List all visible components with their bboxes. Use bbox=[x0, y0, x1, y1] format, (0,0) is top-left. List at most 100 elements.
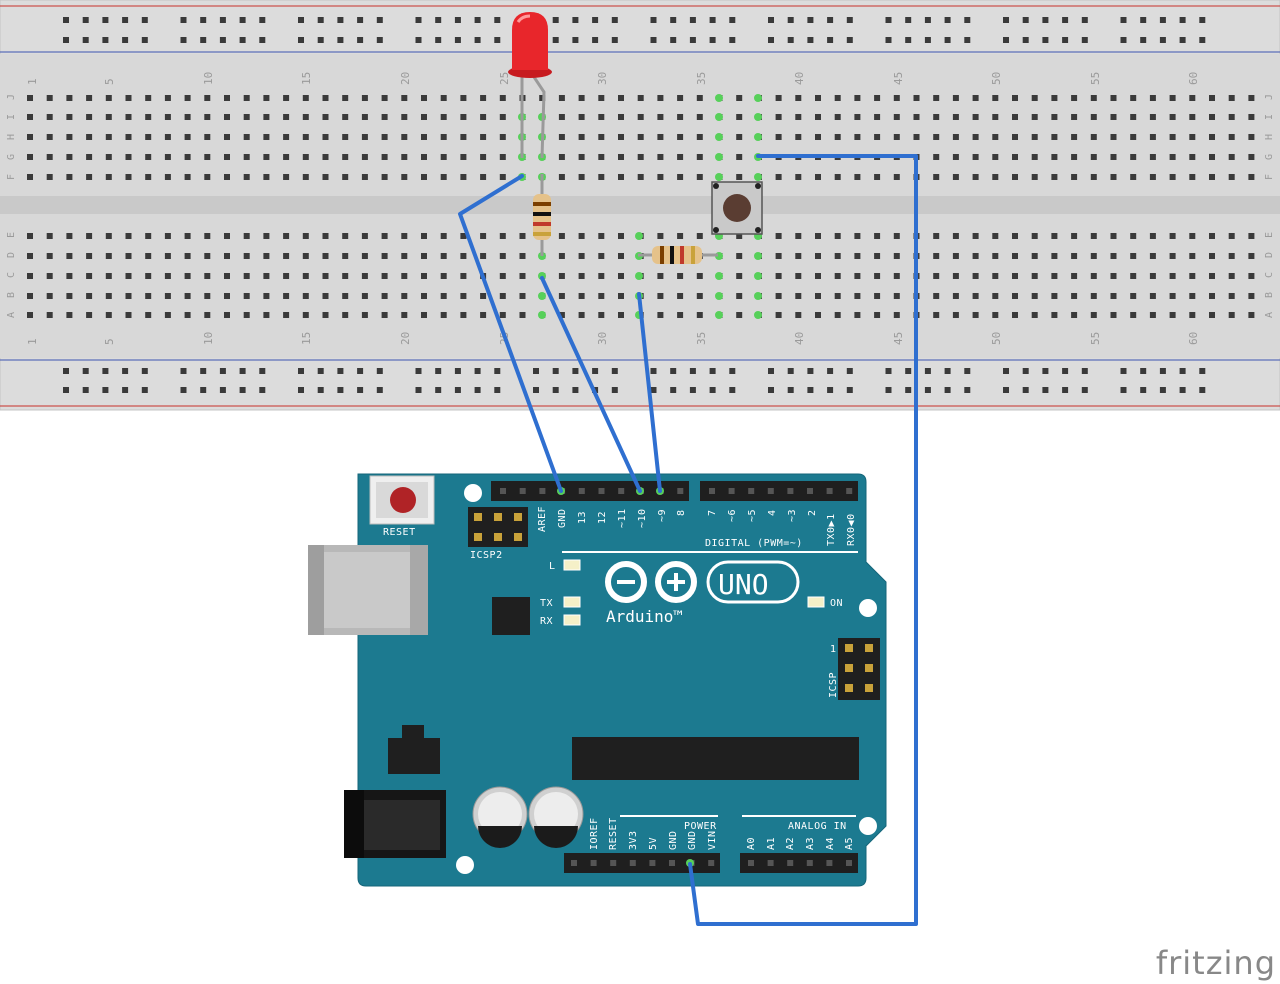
wire-pin9-button[interactable] bbox=[637, 292, 662, 493]
rail-hole bbox=[376, 368, 383, 374]
rail-hole bbox=[122, 17, 129, 23]
rail-hole bbox=[592, 368, 599, 374]
breadboard-hole bbox=[1012, 174, 1018, 180]
breadboard-hole bbox=[1149, 273, 1156, 279]
breadboard-hole bbox=[460, 273, 467, 279]
breadboard-hole bbox=[283, 273, 290, 279]
rail-hole bbox=[729, 37, 736, 43]
pin-label: 7 bbox=[707, 509, 718, 516]
breadboard-hole bbox=[815, 273, 821, 279]
rail-hole bbox=[846, 368, 853, 374]
breadboard-hole bbox=[27, 273, 33, 279]
breadboard-hole bbox=[283, 95, 290, 101]
col-num: 40 bbox=[793, 332, 806, 345]
breadboard-hole bbox=[243, 134, 250, 140]
breadboard-hole bbox=[440, 114, 447, 120]
breadboard-hole bbox=[204, 312, 211, 318]
wire-gnd-led[interactable] bbox=[458, 174, 563, 493]
breadboard-hole bbox=[145, 253, 152, 259]
breadboard-hole bbox=[1130, 273, 1137, 279]
rail-hole bbox=[885, 387, 892, 393]
breadboard-hole bbox=[618, 273, 624, 279]
col-num: 55 bbox=[1089, 72, 1102, 85]
rail-hole bbox=[376, 387, 383, 393]
row-letter: J bbox=[1264, 94, 1275, 100]
rail-hole bbox=[709, 17, 716, 23]
breadboard-hole bbox=[637, 134, 644, 140]
breadboard-hole bbox=[893, 134, 900, 140]
resistor-pulldown[interactable] bbox=[638, 246, 718, 264]
breadboard-hole bbox=[263, 253, 270, 259]
breadboard-hole bbox=[558, 114, 565, 120]
row-letter: F bbox=[6, 174, 17, 180]
breadboard-hole bbox=[598, 253, 605, 259]
breadboard-hole bbox=[736, 253, 743, 259]
breadboard-hole bbox=[361, 273, 368, 279]
wire-pin10-led[interactable] bbox=[540, 276, 642, 493]
breadboard-hole bbox=[66, 312, 73, 318]
wire-gnd-button[interactable] bbox=[688, 154, 918, 926]
breadboard-hole bbox=[1248, 312, 1255, 318]
breadboard-hole bbox=[657, 233, 664, 239]
breadboard-hole bbox=[578, 273, 585, 279]
pin-label: 12 bbox=[597, 511, 608, 524]
breadboard-hole bbox=[86, 95, 93, 101]
push-button[interactable] bbox=[711, 181, 763, 235]
header-pin bbox=[578, 488, 585, 494]
breadboard-hole bbox=[834, 174, 841, 180]
breadboard-hole bbox=[1169, 253, 1176, 259]
breadboard-hole bbox=[1228, 134, 1235, 140]
breadboard-hole bbox=[342, 253, 349, 259]
rail-hole bbox=[709, 368, 716, 374]
breadboard-hole bbox=[598, 174, 605, 180]
breadboard-hole bbox=[696, 174, 703, 180]
rail-hole bbox=[689, 17, 696, 23]
breadboard-hole bbox=[1130, 253, 1137, 259]
rail-hole bbox=[454, 17, 461, 23]
icsp-label: ICSP bbox=[828, 672, 839, 698]
led-red[interactable] bbox=[508, 12, 552, 159]
breadboard-hole bbox=[224, 95, 230, 101]
breadboard-hole bbox=[775, 273, 782, 279]
breadboard-hole bbox=[421, 293, 427, 299]
breadboard-hole bbox=[342, 174, 349, 180]
rail-hole bbox=[1120, 387, 1127, 393]
breadboard-hole bbox=[105, 233, 112, 239]
breadboard-hole bbox=[27, 114, 33, 120]
led-l-label: L bbox=[549, 561, 556, 572]
breadboard-hole bbox=[992, 174, 999, 180]
breadboard-hole bbox=[598, 312, 605, 318]
rail-hole bbox=[1159, 17, 1166, 23]
pin-label: RX0◀0 bbox=[846, 513, 857, 546]
breadboard: 1 5 10 15 20 25 30 35 40 45 50 55 60 1 5… bbox=[0, 0, 1280, 411]
breadboard-hole bbox=[1051, 233, 1058, 239]
breadboard-hole bbox=[66, 293, 73, 299]
breadboard-hole bbox=[913, 114, 920, 120]
pin-label: ~6 bbox=[727, 509, 738, 522]
col-num: 30 bbox=[596, 72, 609, 85]
breadboard-hole bbox=[164, 134, 171, 140]
connected-hole bbox=[754, 272, 762, 280]
rail-hole bbox=[415, 37, 422, 43]
breadboard-hole bbox=[224, 293, 230, 299]
reset-button[interactable] bbox=[369, 475, 435, 525]
model-label: UNO bbox=[718, 568, 769, 601]
rail-hole bbox=[63, 17, 69, 23]
rail-hole bbox=[376, 17, 383, 23]
row-letter: D bbox=[1264, 252, 1275, 258]
row-letter: A bbox=[1264, 312, 1275, 318]
rail-hole bbox=[729, 387, 736, 393]
breadboard-hole bbox=[381, 293, 388, 299]
rail-hole bbox=[944, 37, 951, 43]
resistor-led[interactable] bbox=[533, 174, 551, 256]
connected-hole bbox=[715, 133, 723, 141]
header-pin bbox=[590, 860, 597, 866]
breadboard-hole bbox=[342, 95, 349, 101]
breadboard-hole bbox=[145, 134, 152, 140]
header-pin bbox=[748, 488, 755, 494]
breadboard-hole bbox=[1209, 134, 1215, 140]
rail-hole bbox=[1003, 37, 1009, 43]
breadboard-hole bbox=[184, 174, 191, 180]
pin-label: VIN bbox=[707, 830, 718, 850]
rail-hole bbox=[357, 17, 364, 23]
